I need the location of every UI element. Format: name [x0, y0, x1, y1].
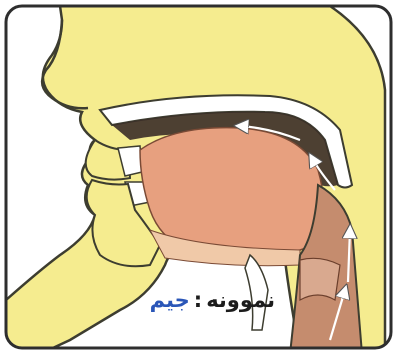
tongue	[140, 128, 323, 253]
vocal-folds	[300, 258, 340, 300]
example-caption: نموونه:جیم	[150, 290, 275, 311]
caption-separator: :	[190, 288, 206, 312]
caption-label: نموونه	[206, 288, 275, 312]
caption-example-letter: جیم	[150, 288, 190, 312]
